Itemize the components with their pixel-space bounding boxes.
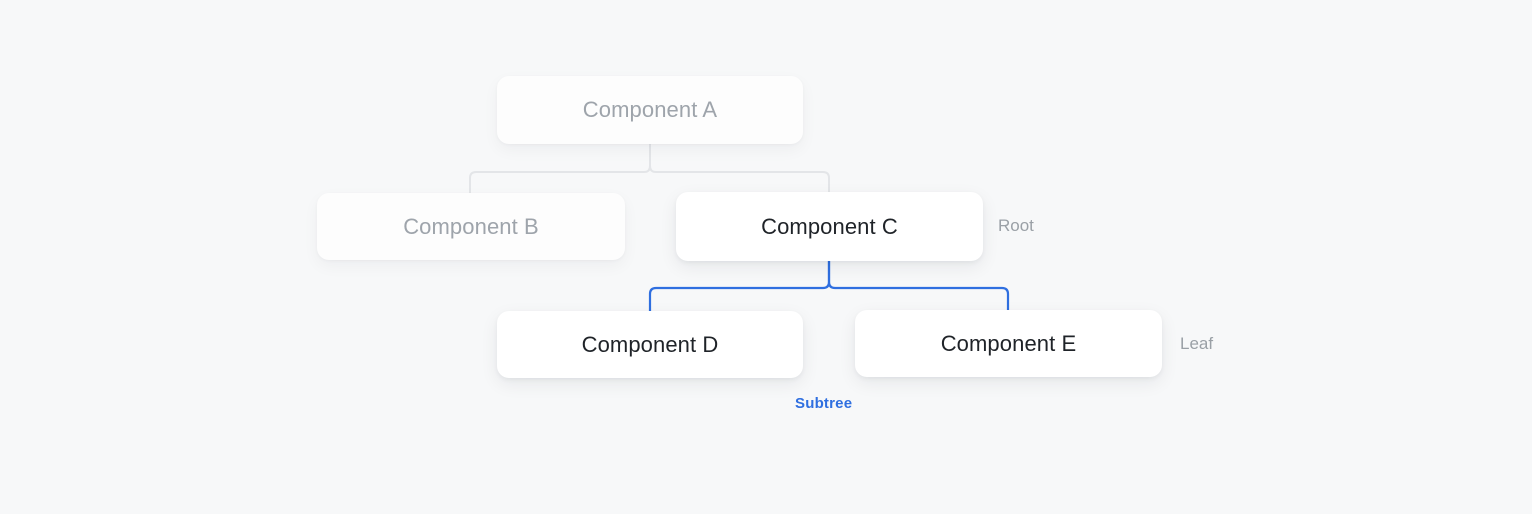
edge-a-to-c (649, 144, 830, 192)
edge-c-to-d (648, 261, 831, 311)
annotation-leaf: Leaf (1180, 334, 1214, 353)
node-label: Component C (761, 213, 898, 239)
node-label: Component D (581, 331, 719, 357)
node-component-a[interactable]: Component A (497, 76, 803, 144)
node-component-e[interactable]: Component E (855, 310, 1162, 377)
annotation-subtree: Subtree (795, 395, 853, 412)
node-label: Component E (940, 330, 1077, 356)
node-label: Component A (582, 97, 718, 122)
node-component-c[interactable]: Component C (676, 192, 983, 261)
node-component-b[interactable]: Component B (317, 193, 625, 260)
node-label: Component B (403, 213, 539, 239)
edge-a-to-children (469, 144, 651, 193)
annotation-root: Root (998, 216, 1034, 235)
node-component-d[interactable]: Component D (497, 311, 803, 378)
edge-c-to-e (827, 261, 1010, 310)
